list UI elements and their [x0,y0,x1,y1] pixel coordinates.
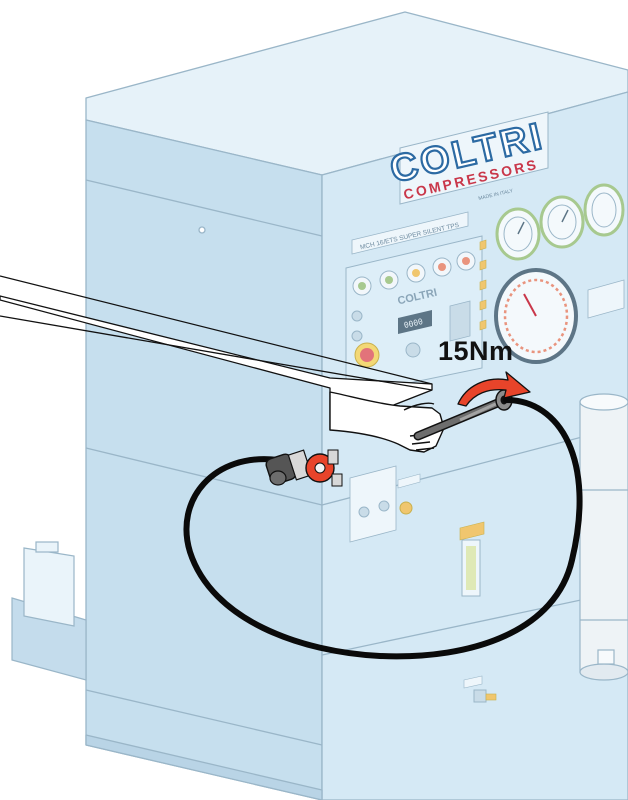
filter-bracket [12,542,86,680]
filter-cylinder [580,394,628,680]
torque-value-label: 15Nm [438,336,514,367]
selector-knob-icon [406,343,420,357]
oil-sight-glass [460,522,484,596]
screw-icon [199,227,205,233]
